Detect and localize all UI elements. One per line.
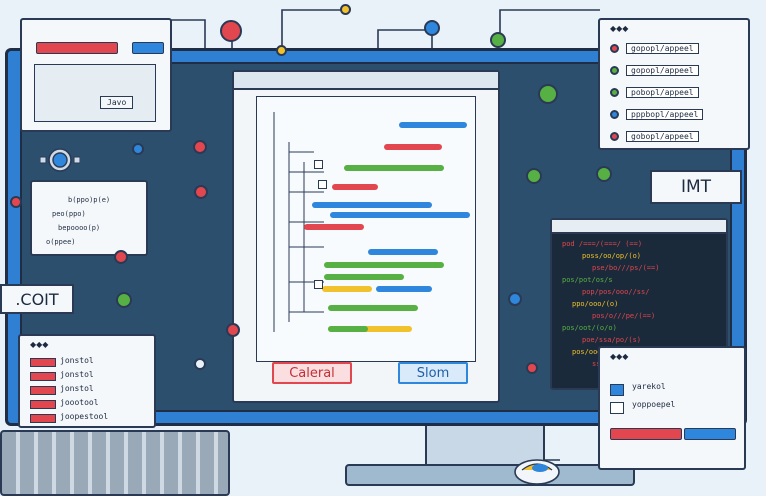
node-dot-icon xyxy=(424,20,440,36)
tree-lines xyxy=(273,112,324,332)
code-line: b(ppo)p(e) xyxy=(68,196,111,204)
bottom-left-list-window[interactable]: ◆◆◆ jonstol jonstol jonstol joootool joo… xyxy=(18,334,156,428)
monitor-stand-base xyxy=(345,464,635,486)
tree-node-box xyxy=(314,280,323,289)
list-item[interactable]: gopopl/appeel xyxy=(610,40,746,58)
editor-bar xyxy=(330,212,470,218)
list-item[interactable]: jonstol xyxy=(30,356,148,368)
blue-header-button[interactable] xyxy=(132,42,164,54)
gear-icon xyxy=(39,145,81,175)
checkbox xyxy=(610,384,624,396)
code-line: pod /===/(===/ (==) xyxy=(562,240,643,248)
code-line: peo(ppo) xyxy=(52,210,86,218)
node-dot-icon xyxy=(526,362,538,374)
tree-node-box xyxy=(318,180,327,189)
list-item[interactable]: joootool xyxy=(30,398,148,410)
code-line: pos/pot/os/s xyxy=(562,276,613,284)
editor-bar xyxy=(376,286,432,292)
node-dot-icon xyxy=(116,292,132,308)
code-line: o(ppee) xyxy=(46,238,76,246)
code-line: pop/pos/ooo//ss/ xyxy=(582,288,650,296)
node-dot-icon xyxy=(193,140,207,154)
mouse-icon xyxy=(512,454,562,486)
list-item[interactable]: pppbopl/appeel xyxy=(610,106,746,124)
list-item[interactable]: gobopl/appeel xyxy=(610,128,746,146)
code-line: poe/ssa/po/(s) xyxy=(582,336,642,344)
node-dot-icon xyxy=(132,143,144,155)
editor-bar xyxy=(312,202,432,208)
code-line: pos/ooe/(oo) xyxy=(572,348,623,356)
editor-bar xyxy=(328,326,368,332)
editor-bar xyxy=(344,165,444,171)
node-dot-icon xyxy=(226,323,240,337)
node-dot-icon xyxy=(10,196,22,208)
list-item[interactable]: joopestool xyxy=(30,412,148,424)
editor-window[interactable]: Caleral Slom xyxy=(232,70,500,403)
node-dot-icon xyxy=(596,166,612,182)
red-header-bar xyxy=(36,42,118,54)
node-dot-icon xyxy=(276,45,287,56)
editor-bar xyxy=(324,274,404,280)
editor-bar xyxy=(384,144,442,150)
node-dot-icon xyxy=(490,32,506,48)
node-dot-icon xyxy=(526,168,542,184)
code-line: bepoooo(p) xyxy=(58,224,101,232)
editor-inner-page xyxy=(256,96,476,362)
red-action-bar[interactable] xyxy=(610,428,682,440)
laptop-keyboard xyxy=(0,430,230,496)
editor-title-bar xyxy=(234,72,498,90)
node-dot-icon xyxy=(220,20,242,42)
node-dot-icon xyxy=(194,358,206,370)
checkbox-row[interactable]: yarekol xyxy=(610,382,740,396)
code-line: pos/oot/(o/o) xyxy=(562,324,617,332)
submit-button[interactable]: Slom xyxy=(398,362,468,384)
editor-bar xyxy=(368,249,438,255)
checkbox-row[interactable]: yoppoepel xyxy=(610,400,740,414)
inner-form xyxy=(34,64,156,122)
node-dot-icon xyxy=(114,250,128,264)
tree-node-box xyxy=(314,160,323,169)
coit-box: .COIT xyxy=(0,284,74,314)
list-item[interactable]: gopopl/appeel xyxy=(610,62,746,80)
blue-action-bar[interactable] xyxy=(684,428,736,440)
list-item[interactable]: jonstol xyxy=(30,384,148,396)
editor-bar xyxy=(399,122,467,128)
code-line: pos/o///pe/(==) xyxy=(592,312,656,320)
top-left-window[interactable]: pb xyxy=(20,18,172,132)
window-controls: ◆◆◆ xyxy=(610,24,629,33)
center-tag-label: Javo xyxy=(100,96,134,109)
list-item[interactable]: jonstol xyxy=(30,370,148,382)
node-dot-icon xyxy=(194,185,208,199)
editor-bar xyxy=(304,224,364,230)
window-controls: ◆◆◆ xyxy=(30,340,49,349)
editor-bar xyxy=(328,326,412,332)
window-controls: ◆◆◆ xyxy=(610,352,629,361)
cancel-button[interactable]: Caleral xyxy=(272,362,352,384)
imt-box: IMT xyxy=(650,170,742,204)
editor-bar xyxy=(324,262,444,268)
code-line: pse/bo///ps/(==) xyxy=(592,264,660,272)
code-line: ppo/ooo/(o) xyxy=(572,300,619,308)
code-line: poss/oo/op/(o) xyxy=(582,252,642,260)
code-title-bar xyxy=(552,220,726,234)
list-item[interactable]: pobopl/appeel xyxy=(610,84,746,102)
checkbox xyxy=(610,402,624,414)
bottom-right-form-window[interactable]: ◆◆◆ yarekol yoppoepel xyxy=(598,346,746,470)
left-code-panel[interactable]: b(ppo)p(e) peo(ppo) bepoooo(p) o(ppee) xyxy=(30,180,148,256)
node-dot-icon xyxy=(340,4,351,15)
node-dot-icon xyxy=(508,292,522,306)
top-right-list-window[interactable]: ◆◆◆ gopopl/appeel gopopl/appeel pobopl/a… xyxy=(598,18,750,150)
node-dot-icon xyxy=(538,84,558,104)
editor-bar xyxy=(332,184,378,190)
editor-bar xyxy=(322,286,372,292)
editor-bar xyxy=(328,305,418,311)
